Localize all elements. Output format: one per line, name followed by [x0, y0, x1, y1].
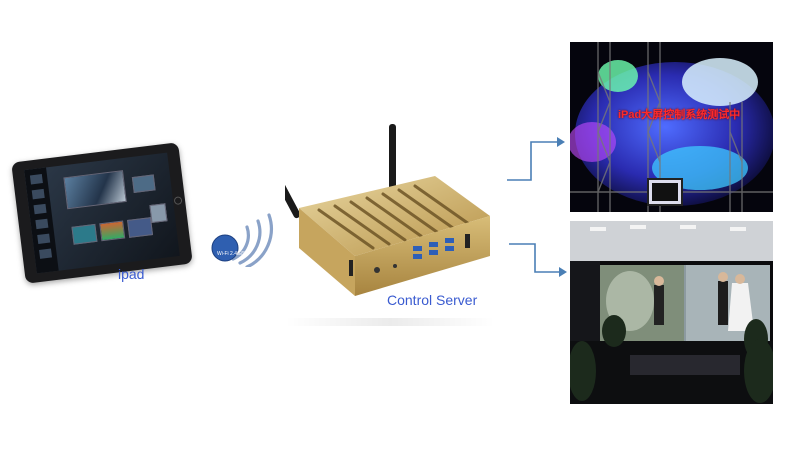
server-reflection	[285, 318, 495, 326]
led-screen-text: iPad大屏控制系统测试中	[618, 109, 741, 121]
ipad-label: ipad	[118, 266, 145, 282]
wifi-label: Wi-Fi 2.4G/5G	[217, 251, 249, 257]
mini-pc-server-icon	[285, 124, 490, 296]
ipad-sidebar	[24, 167, 59, 274]
wifi-signal-icon	[211, 213, 273, 267]
ipad-device	[11, 142, 193, 284]
ipad-screen	[24, 152, 180, 274]
wedding-hall-photo	[570, 221, 773, 404]
control-server-label: Control Server	[387, 292, 478, 308]
arrow-to-bottom-screen	[509, 243, 567, 277]
arrow-to-top-screen	[507, 137, 565, 181]
ipad-home-button	[173, 196, 183, 206]
led-stage-photo: iPad大屏控制系统测试中	[570, 42, 773, 212]
